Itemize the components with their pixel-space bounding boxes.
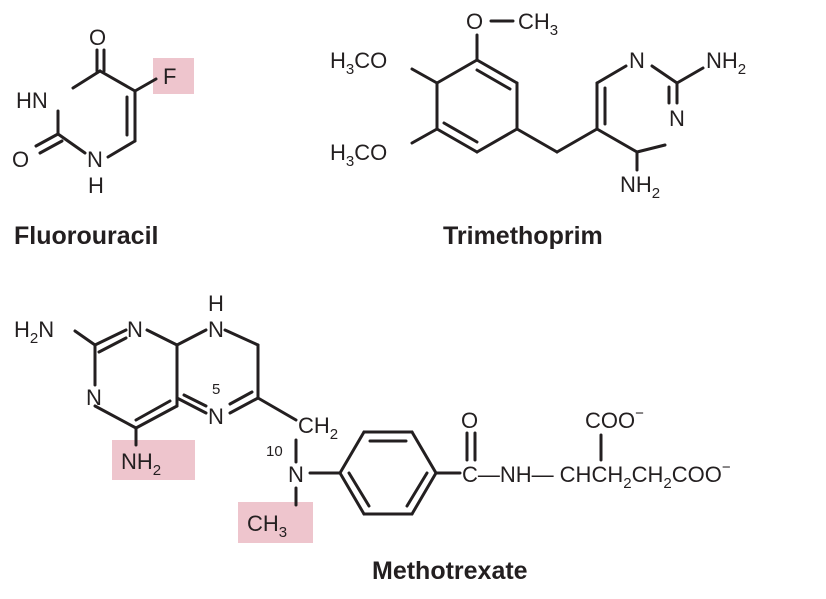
tm-n-right: N	[669, 106, 685, 131]
mtx-ch3: CH3	[247, 511, 287, 541]
bond	[175, 396, 208, 415]
bond	[34, 132, 60, 148]
mtx-n10: N	[288, 462, 304, 487]
bond	[347, 471, 371, 508]
tm-nh2-bottom: NH2	[620, 172, 660, 202]
bond	[555, 127, 599, 154]
bond	[515, 127, 559, 154]
bond	[650, 64, 679, 85]
fu-o-left: O	[12, 147, 29, 172]
bond	[410, 471, 438, 516]
fluorouracil-structure: O HN F O N H Fluorouracil	[12, 25, 194, 250]
mtx-n8: N	[208, 317, 224, 342]
bond	[106, 139, 137, 159]
bond	[228, 390, 254, 406]
mtx-amide-chain: C—NH—CHCH2CH2COO−	[462, 459, 731, 492]
mtx-coo-top: COO−	[585, 405, 644, 433]
bond	[71, 69, 102, 90]
bond	[338, 471, 366, 516]
mtx-h2n: H2N	[14, 317, 54, 347]
bond	[475, 127, 519, 154]
mtx-n1: N	[127, 317, 143, 342]
trimethoprim-caption: Trimethoprim	[443, 222, 603, 250]
tm-nh2-top: NH2	[706, 48, 746, 78]
bond	[338, 430, 366, 475]
bond	[475, 58, 519, 85]
bond	[134, 399, 172, 422]
bond	[93, 404, 138, 430]
bond	[595, 127, 639, 154]
bond	[228, 396, 260, 415]
bond	[435, 58, 479, 85]
bond	[182, 393, 208, 408]
bond	[410, 430, 438, 475]
tm-n-top: N	[629, 48, 645, 73]
bond	[133, 77, 158, 93]
bond	[145, 328, 179, 347]
methotrexate-caption: Methotrexate	[372, 557, 528, 585]
bond	[97, 336, 128, 354]
bond	[442, 121, 479, 144]
tm-ch3: CH3	[518, 9, 558, 39]
bond	[93, 328, 128, 347]
bond	[73, 329, 97, 347]
mtx-ch2: CH2	[298, 413, 338, 443]
bond	[56, 132, 87, 155]
bond	[635, 143, 667, 154]
mtx-o: O	[461, 408, 478, 433]
bond	[475, 68, 512, 91]
bond	[134, 404, 179, 430]
bond	[410, 127, 439, 145]
fu-f: F	[163, 64, 176, 89]
bond	[435, 127, 479, 154]
mtx-label-5: 5	[212, 381, 220, 398]
fu-hn: HN	[16, 88, 48, 113]
mtx-label-10: 10	[266, 443, 283, 460]
nh2-highlight	[112, 440, 195, 480]
bond	[256, 396, 298, 422]
fu-n: N	[87, 147, 103, 172]
fu-o-top: O	[89, 25, 106, 50]
bond	[175, 328, 208, 347]
bond	[595, 64, 628, 85]
tm-h3co-bottom: H3CO	[330, 140, 387, 170]
mtx-nh2: NH2	[121, 449, 161, 479]
bond	[98, 69, 137, 93]
mtx-h-top: H	[208, 291, 224, 316]
fluorine-highlight	[153, 58, 194, 94]
fluorouracil-caption: Fluorouracil	[14, 222, 158, 250]
methotrexate-structure: H2N N N N H 5 N CH2 10 N NH2 CH3 O C—NH—…	[14, 291, 731, 585]
fu-h: H	[88, 173, 104, 198]
bond	[223, 328, 260, 347]
ch3-highlight	[238, 502, 313, 543]
tm-h3co-top: H3CO	[330, 48, 387, 78]
bond	[675, 66, 705, 85]
bond	[38, 139, 64, 155]
mtx-n5: N	[208, 404, 224, 429]
tm-o-top: O	[466, 9, 483, 34]
bond	[410, 67, 439, 85]
trimethoprim-structure: O CH3 H3CO H3CO N NH2 N NH2 Trimethoprim	[330, 9, 746, 250]
mtx-n3: N	[86, 385, 102, 410]
bond	[405, 471, 429, 508]
